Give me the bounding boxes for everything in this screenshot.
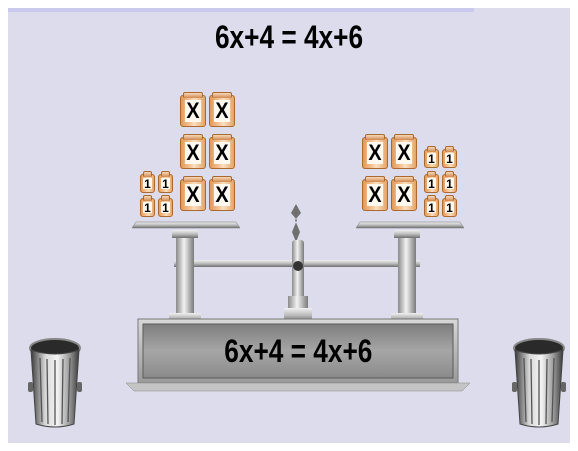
one-block[interactable]: 1 <box>442 171 457 193</box>
one-block[interactable]: 1 <box>158 195 173 217</box>
x-block[interactable]: X <box>362 134 388 169</box>
trash-can-icon[interactable] <box>512 336 566 430</box>
equation-display-text: 6x+4 = 4x+6 <box>223 332 373 369</box>
one-block[interactable]: 1 <box>158 171 173 193</box>
x-block[interactable]: X <box>391 176 417 211</box>
one-block[interactable]: 1 <box>140 171 155 193</box>
left-pan <box>131 221 241 229</box>
balance-game-canvas: 6x+4 = 4x+6 <box>8 8 570 443</box>
x-block[interactable]: X <box>362 176 388 211</box>
x-block[interactable]: X <box>180 176 206 211</box>
top-border <box>8 8 474 12</box>
balance-scale <box>125 204 471 392</box>
trash-can-icon[interactable] <box>28 336 82 430</box>
left-post <box>176 234 194 322</box>
right-pan <box>355 221 465 229</box>
x-block[interactable]: X <box>391 134 417 169</box>
fulcrum-pointer <box>291 204 301 242</box>
one-block[interactable]: 1 <box>424 171 439 193</box>
one-block[interactable]: 1 <box>424 195 439 217</box>
right-post <box>398 234 416 322</box>
one-block[interactable]: 1 <box>140 195 155 217</box>
one-block[interactable]: 1 <box>442 146 457 168</box>
x-block[interactable]: X <box>180 92 206 127</box>
equation-display: 6x+4 = 4x+6 <box>143 324 453 378</box>
x-block[interactable]: X <box>209 134 235 169</box>
x-block[interactable]: X <box>209 92 235 127</box>
one-block[interactable]: 1 <box>424 146 439 168</box>
x-block[interactable]: X <box>209 176 235 211</box>
x-block[interactable]: X <box>180 134 206 169</box>
one-block[interactable]: 1 <box>442 195 457 217</box>
equation-title: 6x+4 = 4x+6 <box>214 19 364 55</box>
